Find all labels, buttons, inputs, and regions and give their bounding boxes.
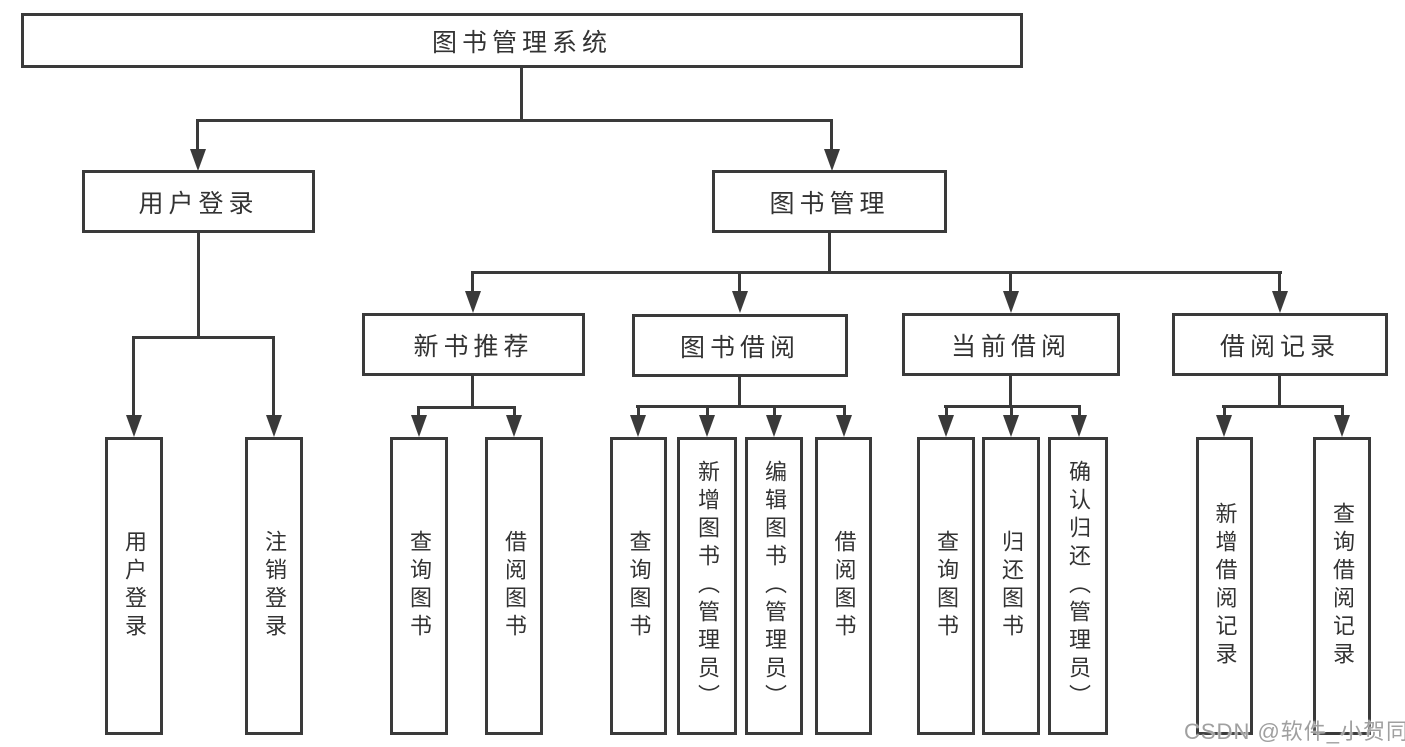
- node-borrow-records-label: 借阅记录: [1219, 332, 1340, 361]
- connector-level2-rail: [196, 119, 833, 122]
- arrowhead: [506, 415, 522, 437]
- connector-stem: [738, 376, 741, 407]
- leaf-logout-label: 注销登录: [262, 530, 287, 642]
- leaf-query-borrow-record-label: 查询借阅记录: [1330, 502, 1355, 670]
- leaf-return-book-label: 归还图书: [999, 530, 1024, 642]
- connector-drop: [513, 408, 516, 418]
- node-current-borrowing-label: 当前借阅: [950, 332, 1071, 361]
- arrowhead: [1216, 415, 1232, 437]
- connector-drop: [417, 408, 420, 418]
- node-root-label: 图书管理系统: [431, 28, 612, 57]
- leaf-add-borrow-record-label: 新增借阅记录: [1212, 502, 1238, 670]
- node-book-borrowing: 图书借阅: [632, 314, 848, 377]
- node-user-login-label: 用户登录: [138, 189, 259, 218]
- connector-drop: [945, 407, 948, 417]
- leaf-borrow-books-borrowing-label: 借阅图书: [831, 530, 857, 642]
- leaf-edit-book-admin-label: 编辑图书（管理员）: [762, 460, 787, 712]
- node-book-management-label: 图书管理: [769, 189, 890, 218]
- connector-drop: [738, 273, 741, 293]
- arrowhead: [938, 415, 954, 437]
- csdn-watermark: CSDN @软件_小贺同学: [1184, 719, 1405, 744]
- connector-bookmgmt-stem: [828, 232, 831, 273]
- arrowhead: [465, 291, 481, 313]
- connector-drop: [1223, 407, 1226, 417]
- leaf-query-books-current-label: 查询图书: [934, 530, 959, 642]
- connector-drop: [1010, 407, 1013, 417]
- node-root: 图书管理系统: [21, 13, 1023, 68]
- leaf-query-books-recommend: 查询图书: [390, 437, 448, 735]
- arrowhead: [1272, 291, 1288, 313]
- node-user-login: 用户登录: [82, 170, 315, 233]
- connector-drop: [196, 121, 199, 151]
- arrowhead: [1003, 415, 1019, 437]
- arrowhead: [732, 291, 748, 313]
- connector-rail: [636, 405, 846, 408]
- arrowhead: [1071, 415, 1087, 437]
- arrowhead: [766, 415, 782, 437]
- connector-drop: [830, 121, 833, 151]
- connector-drop: [1341, 407, 1344, 417]
- leaf-borrow-books-recommend-label: 借阅图书: [502, 530, 527, 642]
- arrowhead: [266, 415, 282, 437]
- leaf-query-books-borrowing: 查询图书: [610, 437, 667, 735]
- connector-stem: [1278, 375, 1281, 406]
- arrowhead: [824, 149, 840, 171]
- connector-drop: [272, 338, 275, 416]
- connector-stem: [1009, 375, 1012, 407]
- connector-stem: [471, 375, 474, 408]
- arrowhead: [630, 415, 646, 437]
- connector-drop: [637, 407, 640, 417]
- leaf-query-books-recommend-label: 查询图书: [407, 530, 432, 642]
- connector-rail: [1222, 405, 1344, 408]
- connector-drop: [843, 407, 846, 417]
- leaf-logout: 注销登录: [245, 437, 303, 735]
- connector-drop: [132, 338, 135, 416]
- connector-userlogin-stem: [197, 232, 200, 338]
- leaf-add-borrow-record: 新增借阅记录: [1196, 437, 1253, 735]
- leaf-user-login-label: 用户登录: [122, 530, 147, 642]
- connector-root-stem: [520, 68, 523, 121]
- node-book-borrowing-label: 图书借阅: [679, 333, 800, 362]
- connector-rail: [417, 406, 516, 409]
- node-new-book-recommend: 新书推荐: [362, 313, 585, 376]
- node-new-book-recommend-label: 新书推荐: [413, 332, 534, 361]
- connector-drop: [1278, 273, 1281, 293]
- leaf-borrow-books-recommend: 借阅图书: [485, 437, 543, 735]
- leaf-confirm-return-admin-label: 确认归还（管理员）: [1066, 460, 1091, 712]
- arrowhead: [1003, 291, 1019, 313]
- connector-level3-rail: [471, 271, 1282, 274]
- connector-rail: [944, 405, 1081, 408]
- connector-drop: [1078, 407, 1081, 417]
- leaf-borrow-books-borrowing: 借阅图书: [815, 437, 872, 735]
- node-current-borrowing: 当前借阅: [902, 313, 1120, 376]
- connector-drop: [1009, 273, 1012, 293]
- leaf-query-borrow-record: 查询借阅记录: [1313, 437, 1371, 735]
- leaf-confirm-return-admin: 确认归还（管理员）: [1048, 437, 1108, 735]
- leaf-edit-book-admin: 编辑图书（管理员）: [745, 437, 803, 735]
- connector-drop: [471, 273, 474, 293]
- leaf-query-books-borrowing-label: 查询图书: [626, 530, 652, 642]
- arrowhead: [411, 415, 427, 437]
- leaf-return-book: 归还图书: [982, 437, 1040, 735]
- connector-userlogin-rail: [132, 336, 275, 339]
- leaf-add-book-admin-label: 新增图书（管理员）: [695, 460, 720, 712]
- arrowhead: [190, 149, 206, 171]
- arrowhead: [836, 415, 852, 437]
- leaf-user-login: 用户登录: [105, 437, 163, 735]
- leaf-add-book-admin: 新增图书（管理员）: [677, 437, 737, 735]
- leaf-query-books-current: 查询图书: [917, 437, 975, 735]
- connector-drop: [706, 407, 709, 417]
- node-book-management: 图书管理: [712, 170, 947, 233]
- arrowhead: [699, 415, 715, 437]
- node-borrow-records: 借阅记录: [1172, 313, 1388, 376]
- arrowhead: [126, 415, 142, 437]
- arrowhead: [1334, 415, 1350, 437]
- connector-drop: [773, 407, 776, 417]
